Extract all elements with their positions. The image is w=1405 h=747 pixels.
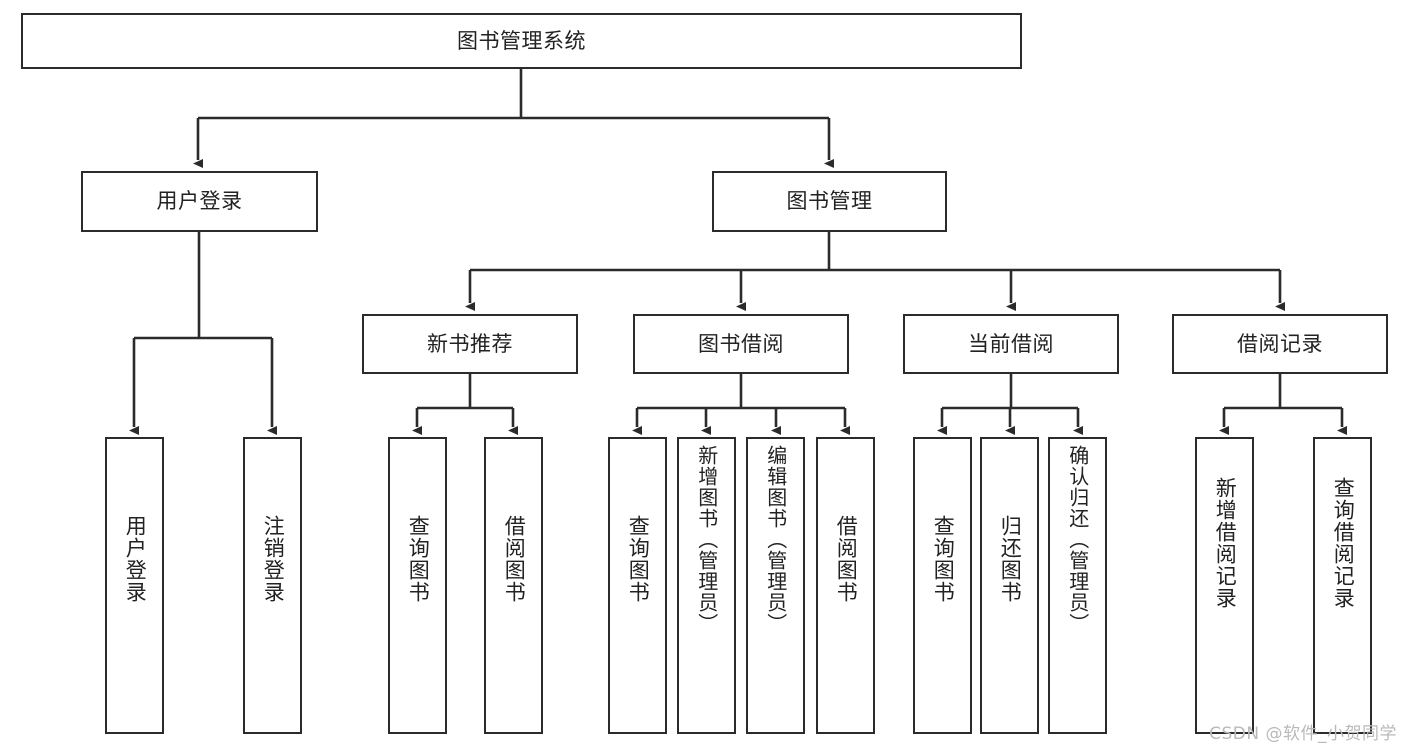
node-current-borrow[interactable]: 当前借阅	[903, 314, 1119, 374]
node-leaf-confirm-return[interactable]: 确认归还（管理员）	[1048, 437, 1107, 734]
node-leaf-add-record-label: 新增借阅记录	[1213, 477, 1238, 609]
node-user-login[interactable]: 用户登录	[81, 171, 318, 232]
node-leaf-logout-label: 注销登录	[261, 515, 286, 603]
node-leaf-add-record[interactable]: 新增借阅记录	[1195, 437, 1254, 734]
node-leaf-logout[interactable]: 注销登录	[243, 437, 302, 734]
node-book-manage[interactable]: 图书管理	[712, 171, 947, 232]
node-leaf-borrow-book-2[interactable]: 借阅图书	[816, 437, 875, 734]
node-leaf-user-login[interactable]: 用户登录	[105, 437, 164, 734]
node-leaf-borrow-book-2-label: 借阅图书	[834, 515, 859, 603]
node-leaf-edit-book[interactable]: 编辑图书（管理员）	[746, 437, 805, 734]
node-current-borrow-label: 当前借阅	[968, 331, 1054, 356]
node-leaf-query-book-3[interactable]: 查询图书	[913, 437, 972, 734]
node-new-book-rec[interactable]: 新书推荐	[362, 314, 578, 374]
node-leaf-user-login-label: 用户登录	[123, 515, 148, 603]
node-borrow-record[interactable]: 借阅记录	[1172, 314, 1388, 374]
node-leaf-return-book[interactable]: 归还图书	[980, 437, 1039, 734]
node-root[interactable]: 图书管理系统	[21, 13, 1022, 69]
node-leaf-confirm-return-label: 确认归还（管理员）	[1065, 445, 1090, 634]
node-leaf-query-book-3-label: 查询图书	[931, 515, 956, 603]
node-book-manage-label: 图书管理	[786, 189, 873, 214]
node-user-login-label: 用户登录	[156, 189, 243, 214]
node-leaf-edit-book-label: 编辑图书（管理员）	[763, 445, 788, 634]
node-book-borrow[interactable]: 图书借阅	[633, 314, 849, 374]
node-leaf-return-book-label: 归还图书	[998, 515, 1023, 603]
node-leaf-query-book-2-label: 查询图书	[626, 515, 651, 603]
node-leaf-add-book-label: 新增图书（管理员）	[694, 445, 719, 634]
node-leaf-borrow-book-1-label: 借阅图书	[502, 515, 527, 603]
node-leaf-query-book-1-label: 查询图书	[406, 515, 431, 603]
node-leaf-query-book-2[interactable]: 查询图书	[608, 437, 667, 734]
node-book-borrow-label: 图书借阅	[698, 331, 784, 356]
node-leaf-add-book[interactable]: 新增图书（管理员）	[677, 437, 736, 734]
node-borrow-record-label: 借阅记录	[1237, 331, 1323, 356]
csdn-watermark: CSDN @软件_小贺同学	[1209, 724, 1397, 744]
node-leaf-query-record-label: 查询借阅记录	[1331, 477, 1356, 609]
node-root-label: 图书管理系统	[457, 28, 586, 53]
node-leaf-query-book-1[interactable]: 查询图书	[388, 437, 447, 734]
node-leaf-query-record[interactable]: 查询借阅记录	[1313, 437, 1372, 734]
node-leaf-borrow-book-1[interactable]: 借阅图书	[484, 437, 543, 734]
node-new-book-rec-label: 新书推荐	[427, 331, 513, 356]
